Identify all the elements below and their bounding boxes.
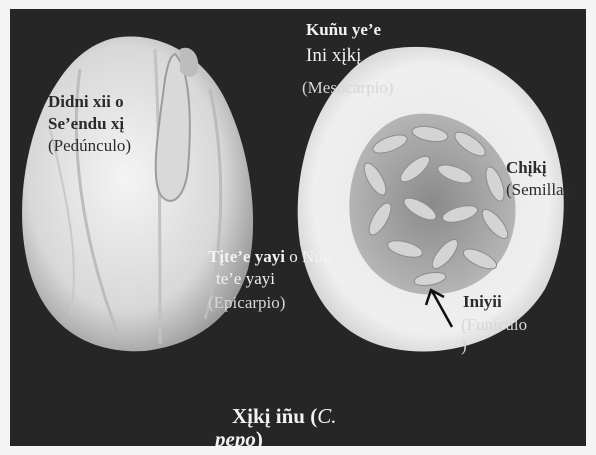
caption-main: Xįkį iñu ( <box>232 404 317 428</box>
funicle-term-line1: (Funículo <box>461 314 527 336</box>
funicle-name: Iniyii <box>463 291 502 313</box>
epicarp-name-bold: Tįte’e yayi <box>208 247 285 266</box>
caption-sci-line2: pepo <box>215 427 256 446</box>
epicarp-name-line1: Tįte’e yayi o Nuu <box>208 246 331 268</box>
mesocarp-term: (Mesocarpio) <box>302 77 394 99</box>
funicle-term-line2: ) <box>461 335 467 357</box>
caption-close: ) <box>256 427 263 446</box>
epicarp-name-rest: o Nuu <box>285 247 331 266</box>
caption-line1: Xįkį iñu (C. <box>232 405 336 427</box>
squash-photo <box>10 9 586 446</box>
peduncle-term: (Pedúnculo) <box>48 135 131 157</box>
peduncle-name-line2: Se’endu xį <box>48 113 124 135</box>
photo-panel: Didni xii o Se’endu xį (Pedúnculo) Kuñu … <box>10 9 586 446</box>
seed-name: Chįkį <box>506 157 547 179</box>
epicarp-name-line2: te’e yayi <box>216 268 275 290</box>
caption-sci-line1: C. <box>317 404 336 428</box>
caption-line2: pepo) <box>215 431 263 446</box>
peduncle-name-line1: Didni xii o <box>48 91 124 113</box>
seed-term: (Semilla) <box>506 179 569 201</box>
mesocarp-name: Kuñu ye’e <box>306 19 381 41</box>
epicarp-term: (Epicarpio) <box>208 292 285 314</box>
mesocarp-name-line2: Ini xįkį <box>306 45 361 67</box>
